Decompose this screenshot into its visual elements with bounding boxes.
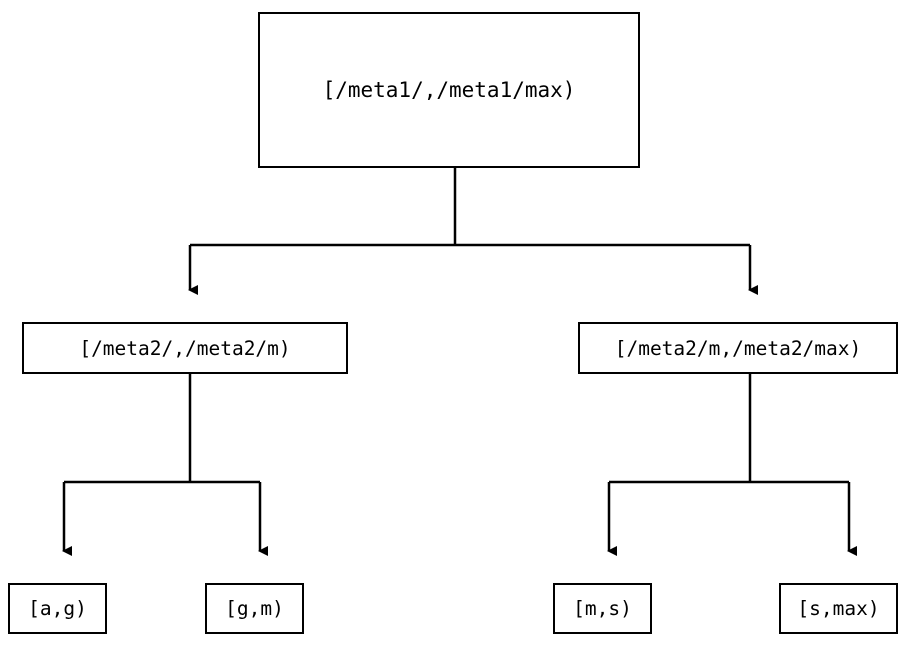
tree-node-leaf-smax[interactable]: [s,max) [779, 583, 898, 634]
tree-node-leaf-gm[interactable]: [g,m) [205, 583, 304, 634]
tree-node-leaf-ms[interactable]: [m,s) [553, 583, 652, 634]
tree-node-mid-left[interactable]: [/meta2/,/meta2/m) [22, 322, 348, 374]
edge-midright-to-leaves [607, 374, 857, 556]
tree-node-mid-right[interactable]: [/meta2/m,/meta2/max) [578, 322, 898, 374]
edge-midleft-to-leaves [62, 374, 268, 556]
edge-root-to-mid [188, 168, 758, 295]
tree-node-leaf-ag[interactable]: [a,g) [8, 583, 107, 634]
tree-node-root[interactable]: [/meta1/,/meta1/max) [258, 12, 640, 168]
